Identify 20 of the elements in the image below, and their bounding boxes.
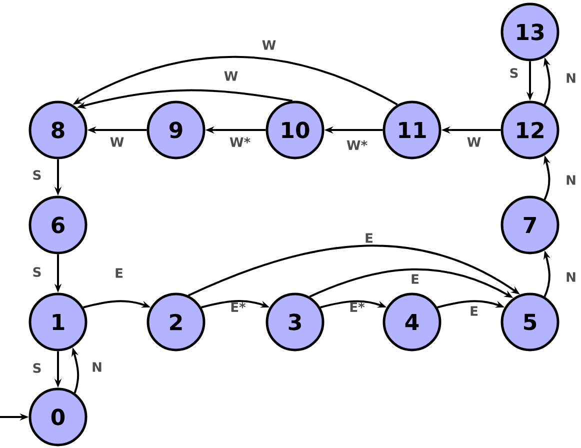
edge-label: W* (230, 137, 250, 147)
edge-label: E (116, 268, 122, 278)
edge-label: S (33, 267, 41, 277)
edge-label: S (33, 363, 41, 373)
edge-label: E (470, 306, 478, 316)
edge-label: W (262, 40, 276, 50)
edge-label: N (566, 175, 576, 185)
edge-label: S (510, 68, 518, 78)
edge-label: S (33, 170, 41, 180)
edge-label: N (566, 73, 576, 83)
edge-label: W (110, 137, 124, 147)
edge-label: E* (350, 302, 365, 312)
edge-label: E (412, 274, 418, 284)
edge-label: W (467, 137, 481, 147)
edge-label: W (224, 71, 238, 81)
edge-label: E* (231, 302, 246, 312)
edge-label: E (366, 233, 372, 243)
edge-label: N (566, 272, 576, 282)
edge-label: W* (346, 140, 368, 150)
edge-label: N (92, 362, 102, 372)
